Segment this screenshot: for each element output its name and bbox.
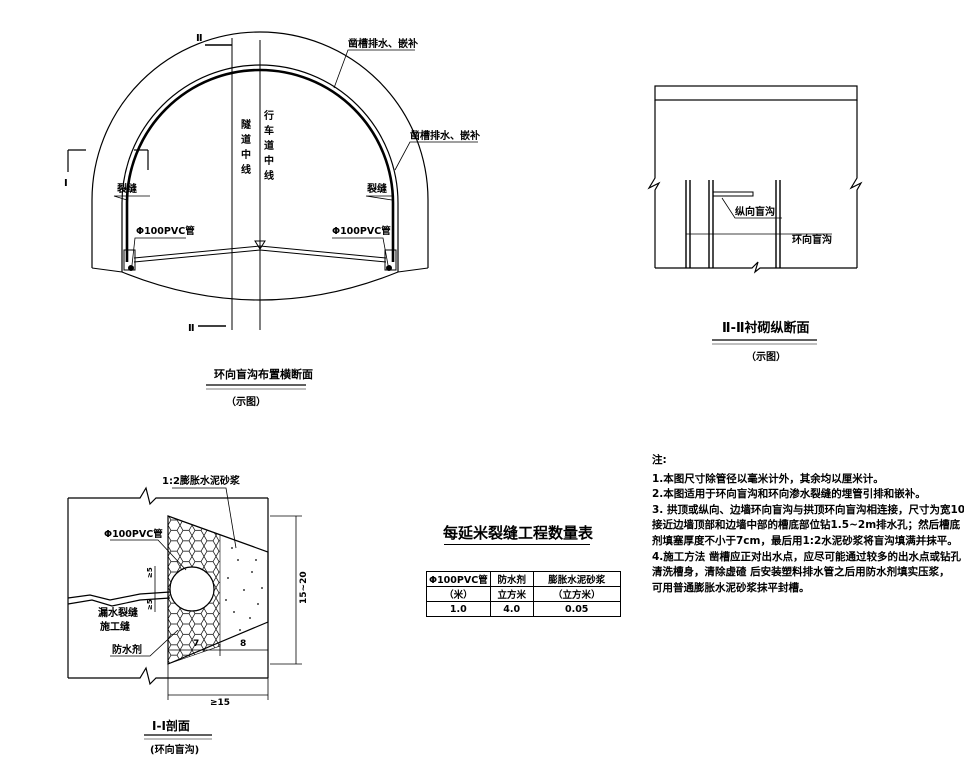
longitudinal-drain-label: 纵向盲沟 [735, 205, 775, 218]
tunnel-centerline-char-0: 隧 [241, 118, 251, 131]
note-line: 4.施工方法 凿槽应正对出水点，应尽可能通过较多的出水点或钻孔 [652, 550, 961, 563]
unit-mortar: （立方米） [532, 586, 621, 602]
ii-bottom-label: Ⅱ [188, 323, 195, 334]
dim-5-bottom-label: ≥5 [146, 599, 154, 610]
header-pvc: Φ100PVC管 [426, 571, 491, 587]
note-line: 可用普通膨胀水泥砂浆抹平封槽。 [652, 581, 810, 594]
tunnel-centerline-char-3: 线 [241, 163, 251, 176]
header-waterproof: 防水剂 [489, 571, 534, 587]
pvc-right-label: Φ100PVC管 [332, 225, 391, 237]
detail-subtitle: (环向盲沟) [150, 743, 199, 756]
quantity-table: Φ100PVC管 防水剂 膨胀水泥砂浆 （米） 立方米 （立方米） 1.0 4.… [426, 571, 621, 617]
lane-centerline-char-4: 线 [264, 169, 274, 182]
lane-centerline-char-0: 行 [263, 109, 274, 122]
construction-joint-label: 施工缝 [100, 620, 130, 633]
longitudinal-section [647, 85, 863, 345]
right-pvc-pipe [386, 265, 392, 271]
leader-longitudinal [721, 197, 782, 219]
leader-mortar [172, 487, 237, 549]
note-line: 清洗槽身，清除虚碴 后安装塑料排水管之后用防水剂填实压浆， [652, 566, 950, 579]
dim-15-20-label: 15~20 [299, 571, 309, 604]
detail-title: I-I剖面 [152, 718, 190, 733]
tunnel-centerline-char-1: 道 [241, 133, 251, 146]
lane-centerline-char-2: 道 [264, 139, 274, 152]
lane-centerline-char-1: 车 [264, 124, 274, 137]
base-right [397, 267, 429, 273]
section-detail-dots [225, 547, 263, 631]
leader-crack-left [113, 195, 150, 201]
lining-left-edge [647, 100, 661, 268]
leader-groove-right [394, 141, 478, 171]
header-mortar: 膨胀水泥砂浆 [532, 571, 621, 587]
quantity-table-title-underline [444, 544, 590, 545]
dim-8-label: 8 [240, 639, 246, 649]
dim-7-label: 7 [193, 639, 199, 649]
detail-frame-top [68, 486, 268, 506]
circumferential-drain-label: 环向盲沟 [792, 233, 832, 246]
tunnel-cross-section [67, 31, 478, 390]
note-line: 3. 拱顶或纵向、边墙环向盲沟与拱顶环向盲沟相连接，尺寸为宽10 [652, 503, 964, 516]
leader-crack-right [365, 195, 393, 201]
table-value-row: 1.0 4.0 0.05 [426, 601, 621, 617]
i-left-label: I [64, 178, 68, 189]
leader-pvc-right [332, 237, 389, 266]
detail-frame-bottom [68, 666, 268, 686]
notes-block: 注: 1.本图尺寸除管径以毫米计外，其余均以厘米计。 2.本图适用于环向盲沟和环… [652, 453, 964, 596]
base-left [91, 267, 123, 273]
cross-section-labels: Ⅱ Ⅱ I 隧 道 中 线 行 车 道 中 线 凿槽排水、嵌补 凿槽排水、嵌补 … [64, 33, 480, 408]
table-unit-row: （米） 立方米 （立方米） [426, 586, 621, 602]
unit-pvc: （米） [426, 586, 491, 602]
note-line: 2.本图适用于环向盲沟和环向渗水裂缝的埋管引排和嵌补。 [652, 488, 926, 501]
cross-section-subtitle: （示图） [226, 395, 266, 408]
value-waterproof: 4.0 [489, 601, 534, 617]
longitudinal-title: Ⅱ-Ⅱ衬砌纵断面 [722, 320, 810, 336]
lining-top-band [654, 85, 858, 101]
waterproof-label: 防水剂 [112, 643, 142, 656]
pvc-pipe-section [169, 566, 215, 612]
section-detail-labels: 1:2膨胀水泥砂浆 Φ100PVC管 ≥5 ≥5 漏水裂缝 施工缝 防水剂 7 … [98, 474, 309, 756]
longitudinal-drain-pipe [712, 191, 754, 197]
value-mortar: 0.05 [532, 601, 621, 617]
pvc-left-label: Φ100PVC管 [136, 225, 195, 237]
unit-waterproof: 立方米 [489, 586, 534, 602]
leader-groove-top [333, 49, 415, 89]
quantity-table-title: 每延米裂缝工程数量表 [442, 524, 593, 542]
groove-label-right: 凿槽排水、嵌补 [410, 129, 480, 142]
note-line: 剂填塞厚度不小于7cm，最后用1:2水泥砂浆将盲沟填满并抹平。 [652, 534, 958, 547]
longitudinal-labels: 纵向盲沟 环向盲沟 Ⅱ-Ⅱ衬砌纵断面 （示图） [722, 205, 832, 363]
leak-crack-line [67, 591, 171, 601]
lane-centerline-char-3: 中 [264, 154, 274, 167]
value-pvc: 1.0 [426, 601, 491, 617]
lining-right-edge [849, 100, 863, 268]
left-pvc-pipe [128, 265, 134, 271]
leader-pvc-left [131, 237, 186, 266]
leak-crack-line-2 [67, 597, 171, 607]
dim-15-label: ≥15 [210, 698, 230, 708]
tunnel-centerline-char-2: 中 [241, 148, 251, 161]
mortar-label: 1:2膨胀水泥砂浆 [162, 474, 241, 487]
leader-pvc-detail [110, 539, 187, 571]
note-line: 接近边墙顶部和边墙中部的槽底部位钻1.5~2m排水孔；然后槽底 [652, 519, 961, 532]
cross-section-title: 环向盲沟布置横断面 [214, 367, 313, 381]
note-line: 1.本图尺寸除管径以毫米计外，其余均以厘米计。 [652, 472, 884, 485]
leader-waterproof [110, 629, 179, 657]
crack-left-label: 裂缝 [116, 182, 137, 195]
ii-top-label: Ⅱ [196, 33, 203, 44]
dim-5-top-label: ≥5 [146, 567, 154, 578]
groove-label-top: 凿槽排水、嵌补 [348, 37, 418, 50]
road-center-mark [254, 240, 266, 250]
pvc-detail-label: Φ100PVC管 [104, 528, 163, 540]
crack-right-label: 裂缝 [366, 182, 387, 195]
table-header-row: Φ100PVC管 防水剂 膨胀水泥砂浆 [426, 571, 621, 587]
leak-crack-label: 漏水裂缝 [98, 606, 138, 619]
lining-outer-contour [91, 31, 429, 268]
longitudinal-subtitle: （示图） [746, 350, 786, 363]
notes-heading: 注: [652, 454, 667, 466]
section-i-i-detail [67, 486, 302, 740]
